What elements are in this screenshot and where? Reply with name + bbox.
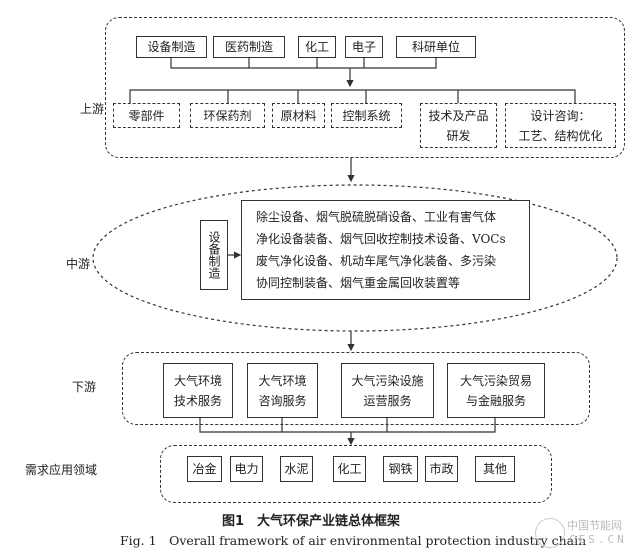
field-box: 其他 — [475, 456, 515, 482]
source-box: 医药制造 — [213, 36, 285, 58]
service-line: 大气环境 — [173, 373, 222, 388]
midstream-label: 中游 — [66, 257, 91, 271]
field-box: 化工 — [333, 456, 366, 482]
design-line: 工艺、结构优化 — [518, 128, 603, 143]
service-box: 大气环境技术服务 — [163, 363, 233, 418]
equipment-line: 除尘设备、烟气脱硫脱硝设备、工业有害气体 — [256, 210, 497, 224]
upstream-group — [105, 17, 625, 158]
rd-box: 技术及产品研发 — [420, 103, 497, 148]
equipment-line: 协同控制装备、烟气重金属回收装置等 — [256, 276, 461, 290]
equipment-line: 废气净化设备、机动车尾气净化装备、多污染 — [256, 254, 497, 268]
manufacture-box: 设备制造 — [200, 220, 228, 290]
design-line: 设计咨询： — [530, 108, 591, 123]
equipment-box: 除尘设备、烟气脱硫脱硝设备、工业有害气体 净化设备装备、烟气回收控制技术设备、V… — [241, 200, 530, 300]
downstream-group — [122, 352, 590, 425]
output-box: 环保药剂 — [190, 103, 265, 128]
demand-label: 需求应用领域 — [25, 463, 98, 477]
upstream-label: 上游 — [80, 102, 105, 116]
service-line: 咨询服务 — [258, 393, 307, 408]
output-box: 零部件 — [113, 103, 180, 128]
source-box: 科研单位 — [396, 36, 476, 58]
output-box: 控制系统 — [331, 103, 402, 128]
demand-group — [160, 445, 552, 503]
service-line: 技术服务 — [173, 393, 222, 408]
watermark-cn: 中国节能网 — [567, 519, 622, 532]
service-line: 大气污染设施 — [351, 373, 424, 388]
watermark-logo-icon — [535, 518, 565, 548]
service-line: 大气污染贸易 — [459, 373, 532, 388]
service-line: 大气环境 — [258, 373, 307, 388]
caption-en: Fig. 1 Overall framework of air environm… — [120, 533, 587, 548]
equipment-line: 净化设备装备、烟气回收控制技术设备、VOCs — [256, 232, 506, 246]
field-box: 冶金 — [187, 456, 222, 482]
downstream-label: 下游 — [72, 380, 97, 394]
field-box: 钢铁 — [383, 456, 418, 482]
service-box: 大气污染贸易与金融服务 — [447, 363, 545, 418]
design-box: 设计咨询： 工艺、结构优化 — [505, 103, 616, 148]
output-box: 原材料 — [272, 103, 325, 128]
field-box: 电力 — [230, 456, 263, 482]
source-box: 电子 — [345, 36, 383, 58]
source-box: 设备制造 — [136, 36, 207, 58]
watermark-en: CES.CN — [569, 533, 627, 546]
service-box: 大气污染设施运营服务 — [341, 363, 434, 418]
caption-cn: 图1 大气环保产业链总体框架 — [222, 514, 401, 529]
field-box: 市政 — [425, 456, 458, 482]
service-line: 与金融服务 — [465, 393, 526, 408]
rd-line: 技术及产品 — [428, 108, 489, 123]
rd-line: 研发 — [446, 128, 471, 143]
service-line: 运营服务 — [363, 393, 412, 408]
source-box: 化工 — [298, 36, 336, 58]
field-box: 水泥 — [280, 456, 313, 482]
service-box: 大气环境咨询服务 — [247, 363, 318, 418]
